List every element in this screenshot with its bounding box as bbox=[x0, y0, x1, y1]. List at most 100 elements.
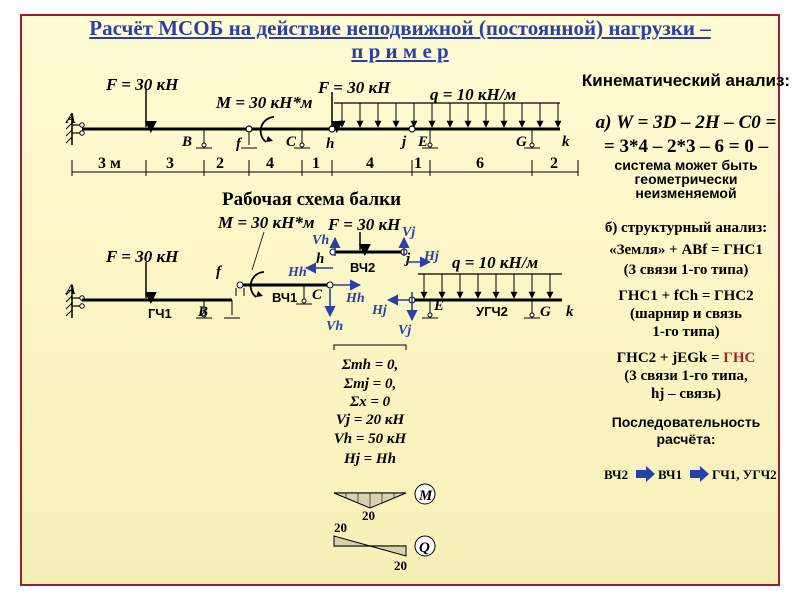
analysis-conclusion: система может быть геометрически неизмен… bbox=[614, 158, 758, 201]
support-g bbox=[524, 130, 540, 149]
point-g-label: G bbox=[516, 134, 527, 150]
point-e-label: E bbox=[417, 134, 428, 150]
sequence-arrow-1 bbox=[636, 466, 655, 482]
q-diagram-badge bbox=[414, 535, 436, 557]
eq-line-6: Hj = Hh bbox=[343, 451, 396, 467]
analysis-heading: Кинематический анализ: bbox=[582, 71, 790, 90]
ws-support-c bbox=[296, 286, 312, 305]
analysis-step2-note1: (шарнир и связь bbox=[630, 306, 742, 322]
analysis-step2-note2: 1-го типа) bbox=[652, 324, 719, 340]
analysis-conclusion-box: система может быть геометрически неизмен… bbox=[614, 158, 758, 201]
eq-line-1: Σmh = 0, bbox=[341, 357, 399, 373]
ws-point-e: E bbox=[433, 298, 444, 314]
ws-point-k: k bbox=[566, 304, 574, 320]
ws-support-f bbox=[224, 300, 240, 319]
dim-6: 4 bbox=[366, 155, 374, 172]
point-f-label: f bbox=[236, 136, 243, 152]
ws-support-e bbox=[422, 301, 438, 319]
eq-line-3: Σx = 0 bbox=[349, 394, 391, 410]
support-c bbox=[294, 130, 310, 149]
q-diagram-negative bbox=[369, 545, 407, 557]
point-j-label: j bbox=[400, 134, 407, 150]
hinge-f bbox=[245, 125, 253, 133]
dim-2: 3 bbox=[166, 155, 174, 172]
analysis-heading-text: Кинематический анализ: bbox=[582, 71, 790, 90]
force-f1-label: F = 30 кН bbox=[105, 75, 179, 94]
ws-q-label: q = 10 кН/м bbox=[452, 253, 538, 272]
analysis-step3-a: ГНС2 + jEGk = bbox=[617, 350, 724, 366]
eq-line-2: Σmj = 0, bbox=[343, 376, 396, 392]
m-diagram-label: M bbox=[418, 488, 433, 504]
equations-group: Σmh = 0, Σmj = 0, Σx = 0 Vj = 20 кН Vh =… bbox=[333, 344, 436, 573]
analysis-step2: ГНС1 + fCh = ГНС2 bbox=[618, 288, 753, 304]
ws-hinge-f bbox=[236, 281, 244, 289]
eq-line-4: Vj = 20 кН bbox=[336, 412, 406, 428]
ws-force-left-label: F = 30 кН bbox=[105, 247, 179, 266]
moment-arc bbox=[259, 116, 275, 143]
sequence-step-1: ВЧ2 bbox=[604, 467, 628, 482]
ws-support-g bbox=[524, 301, 540, 319]
ws-hh-bottom-label: Hh bbox=[345, 291, 365, 306]
sequence-arrow-2 bbox=[690, 466, 709, 482]
ws-point-f: f bbox=[216, 264, 223, 280]
analysis-step1-note: (3 связи 1-го типа) bbox=[624, 262, 749, 278]
equations-bracket bbox=[333, 344, 407, 350]
q-arrows bbox=[338, 103, 562, 128]
support-e bbox=[422, 130, 438, 149]
ws-hh-top-label: Hh bbox=[287, 265, 307, 280]
support-a-hatch bbox=[65, 115, 73, 144]
ws-hj-bottom-label: Hj bbox=[371, 303, 387, 318]
point-b-label: B bbox=[181, 134, 192, 150]
ws-label-gch1: ГЧ1 bbox=[148, 306, 172, 321]
title-line-2: п р и м е р bbox=[351, 39, 449, 63]
ws-force-center-label: F = 30 кН bbox=[327, 215, 401, 234]
point-h-label: h bbox=[326, 136, 334, 152]
analysis-step3-note1: (3 связи 1-го типа, bbox=[624, 368, 748, 384]
dim-1: 3 м bbox=[98, 155, 121, 172]
analysis-structural-heading: б) структурный анализ: bbox=[605, 220, 767, 236]
eq-line-5: Vh = 50 кН bbox=[334, 431, 408, 447]
ws-point-j: j bbox=[404, 251, 411, 267]
point-k-label: k bbox=[562, 134, 570, 150]
work-scheme-heading: Рабочая схема балки bbox=[222, 189, 401, 210]
point-a-label: A bbox=[65, 111, 76, 127]
m-diagram-value: 20 bbox=[362, 508, 375, 523]
support-f bbox=[241, 132, 257, 149]
ws-point-c: C bbox=[312, 287, 323, 303]
dim-9: 2 bbox=[550, 155, 558, 172]
dim-3: 2 bbox=[216, 155, 224, 172]
dimension-values: 3 м 3 2 4 1 4 1 6 2 bbox=[98, 155, 558, 172]
moment-label: M = 30 кН*м bbox=[215, 93, 313, 112]
dim-7: 1 bbox=[414, 155, 422, 172]
slide-title: Расчёт МСОБ на действие неподвижной (пос… bbox=[30, 18, 770, 62]
analysis-formula-calc: = 3*4 – 2*3 – 6 = 0 – bbox=[604, 136, 769, 157]
ws-moment-label: M = 30 кН*м bbox=[217, 213, 315, 232]
m-diagram-badge bbox=[414, 483, 436, 505]
ws-label-vch1: ВЧ1 bbox=[272, 290, 297, 305]
q-diagram-value-top: 20 bbox=[334, 520, 347, 535]
ws-vj-bottom-label: Vj bbox=[398, 323, 411, 338]
work-scheme-group: Рабочая схема балки M = 30 кН*м F = 30 к… bbox=[65, 189, 574, 338]
support-b bbox=[196, 130, 212, 149]
analysis-sequence-heading-box: Последовательность расчёта: bbox=[611, 414, 761, 447]
force-f2-label: F = 30 кН bbox=[317, 78, 391, 97]
q-label: q = 10 кН/м bbox=[430, 85, 516, 104]
analysis-formula: а) W = 3D – 2H – C0 = bbox=[596, 112, 777, 133]
ws-label-ugch2: УГЧ2 bbox=[476, 304, 508, 319]
ws-point-a: A bbox=[65, 282, 76, 298]
ws-vj-top-label: Vj bbox=[402, 225, 415, 240]
analysis-sequence: ВЧ2 ВЧ1 ГЧ1, УГЧ2 bbox=[604, 466, 777, 482]
analysis-sequence-heading: Последовательность расчёта: bbox=[611, 414, 761, 447]
dim-4: 4 bbox=[266, 155, 274, 172]
q-diagram-label: Q bbox=[419, 540, 430, 556]
ws-vh-top-label: Vh bbox=[312, 233, 329, 248]
point-c-label: C bbox=[286, 134, 297, 150]
top-beam-group: F = 30 кН F = 30 кН M = 30 кН*м q = 10 к… bbox=[65, 75, 579, 176]
ws-hj-top-label: Hj bbox=[423, 249, 439, 264]
sequence-step-3: ГЧ1, УГЧ2 bbox=[712, 467, 777, 482]
ws-label-vch2: ВЧ2 bbox=[350, 260, 375, 275]
dimension-ticks bbox=[71, 160, 579, 176]
ws-vh-bottom-label: Vh bbox=[326, 319, 343, 334]
dim-8: 6 bbox=[476, 155, 484, 172]
